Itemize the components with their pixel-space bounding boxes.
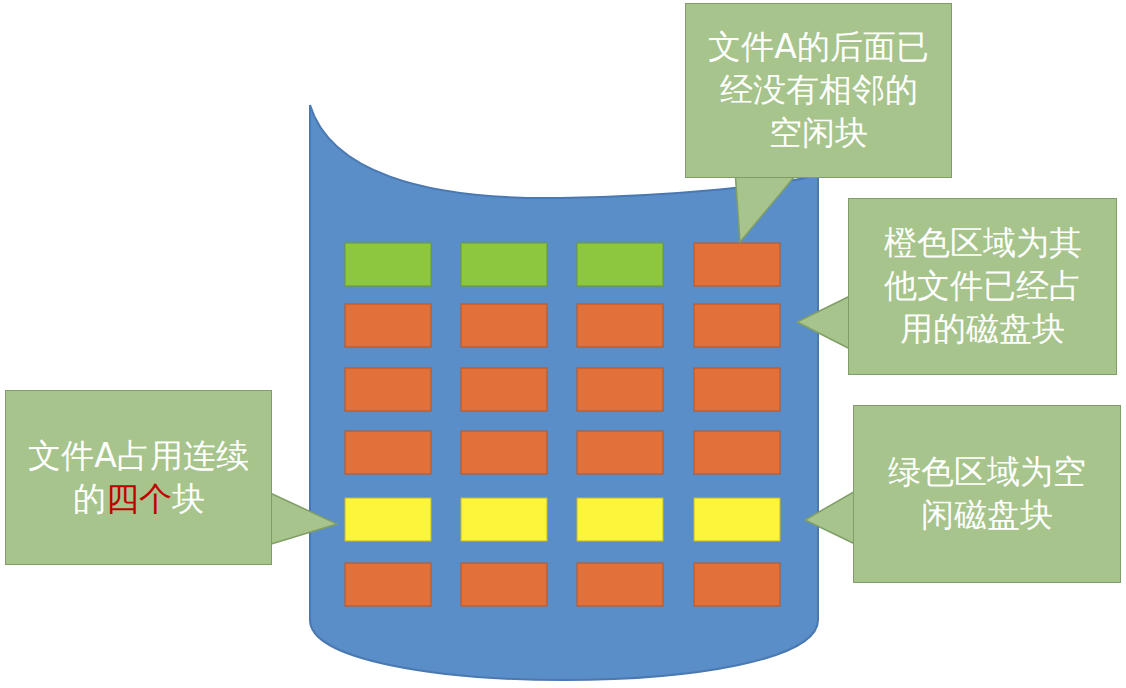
callout-pointer	[797, 295, 852, 350]
callout-text-wrap: 文件A的后面已经没有相邻的空闲块	[706, 26, 931, 155]
callout-text-wrap: 橙色区域为其他文件已经占用的磁盘块	[870, 222, 1095, 351]
callout-box: 绿色区域为空闲磁盘块	[853, 405, 1121, 583]
disk-block	[461, 431, 547, 474]
disk-block	[694, 368, 780, 411]
disk-block	[577, 368, 663, 411]
disk-block	[694, 304, 780, 347]
disk-block	[694, 563, 780, 606]
callout-text: 绿色区域为空闲磁盘块	[888, 452, 1086, 534]
disk-block	[461, 243, 547, 286]
disk-block	[345, 304, 431, 347]
callout-text-wrap: 文件A占用连续的四个块	[26, 435, 251, 521]
callout-pointer	[805, 490, 857, 545]
disk-block	[577, 304, 663, 347]
callout-box: 橙色区域为其他文件已经占用的磁盘块	[848, 198, 1117, 375]
callout-box: 文件A占用连续的四个块	[5, 390, 272, 565]
disk-blocks	[345, 243, 780, 606]
callout-pointer	[268, 492, 337, 545]
disk-block	[345, 498, 431, 541]
disk-block	[694, 431, 780, 474]
callout-text: 块	[172, 479, 205, 518]
callout-text: 橙色区域为其他文件已经占用的磁盘块	[884, 223, 1082, 348]
callout-text: 四个	[106, 479, 172, 518]
disk-block	[694, 498, 780, 541]
disk-block	[345, 431, 431, 474]
disk-block	[345, 368, 431, 411]
disk-block	[577, 498, 663, 541]
disk-block	[345, 563, 431, 606]
callout-text: 文件A的后面已经没有相邻的空闲块	[708, 27, 929, 152]
disk-block	[461, 304, 547, 347]
disk-block	[461, 563, 547, 606]
callout-box: 文件A的后面已经没有相邻的空闲块	[685, 3, 952, 178]
disk-block	[577, 563, 663, 606]
disk-block	[345, 243, 431, 286]
callout-pointer	[735, 170, 800, 242]
callout-text-wrap: 绿色区域为空闲磁盘块	[875, 451, 1100, 537]
disk-block	[694, 243, 780, 286]
disk-block	[577, 431, 663, 474]
disk-block	[577, 243, 663, 286]
disk-block	[461, 368, 547, 411]
disk-cylinder	[310, 105, 818, 680]
disk-block	[461, 498, 547, 541]
